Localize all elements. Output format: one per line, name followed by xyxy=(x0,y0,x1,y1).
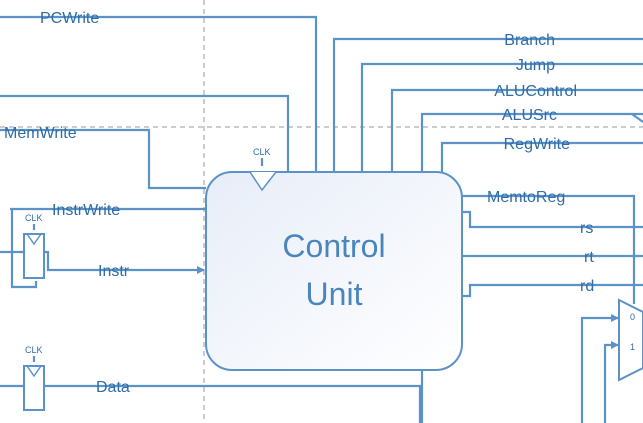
mux-input0-label: 0 xyxy=(630,312,635,322)
control-unit-clock-label: CLK xyxy=(253,147,271,157)
regwrite-wire xyxy=(440,141,643,172)
instr-wire xyxy=(44,250,205,274)
alusrc-label: ALUSrc xyxy=(502,107,557,124)
data-register xyxy=(23,365,45,411)
instr-register-clock-label: CLK xyxy=(25,213,43,223)
rs-wire xyxy=(462,210,643,229)
branch-wire xyxy=(332,37,643,172)
alusrc-wire xyxy=(420,112,643,172)
mux-input1-label: 1 xyxy=(630,342,635,352)
rt-label: rt xyxy=(584,249,594,266)
data-label: Data xyxy=(96,379,130,396)
alusrc-right-wire xyxy=(631,113,643,123)
memwrite-wire xyxy=(0,128,206,190)
instrwrite-label: InstrWrite xyxy=(52,202,120,219)
jump-wire xyxy=(360,62,643,172)
regwrite-label: RegWrite xyxy=(504,136,570,153)
instr-register xyxy=(23,233,45,279)
instr-reg-enable-wire xyxy=(10,209,38,289)
rd-label: rd xyxy=(580,278,594,295)
memtoreg-label: MemtoReg xyxy=(487,189,565,206)
mux-input1-wire xyxy=(603,341,619,423)
control-unit-title-line1: Control xyxy=(282,228,385,264)
rs-label: rs xyxy=(580,220,593,237)
branch-label: Branch xyxy=(504,32,555,49)
memwrite-label: MemWrite xyxy=(4,125,77,142)
rd-wire xyxy=(462,283,643,298)
pcwrite-branch-wire xyxy=(0,94,290,172)
control-unit-title-line2: Unit xyxy=(306,276,363,312)
instr-label: Instr xyxy=(98,263,130,280)
pcwrite-wire xyxy=(0,15,318,172)
data-register-clock-triangle xyxy=(26,365,42,378)
pcwrite-label: PCWrite xyxy=(40,10,99,27)
alucontrol-wire xyxy=(390,88,643,172)
memtoreg-wire xyxy=(462,194,636,304)
memtoreg-mux xyxy=(618,298,643,382)
mux-input0-wire xyxy=(580,314,619,423)
control-unit-box xyxy=(205,171,463,371)
data-register-clock-label: CLK xyxy=(25,345,43,355)
data-wire xyxy=(44,384,422,423)
jump-label: Jump xyxy=(516,57,555,74)
instr-register-clock-triangle xyxy=(26,233,42,246)
control-unit-clock-triangle xyxy=(249,171,277,192)
alucontrol-label: ALUControl xyxy=(494,83,577,100)
